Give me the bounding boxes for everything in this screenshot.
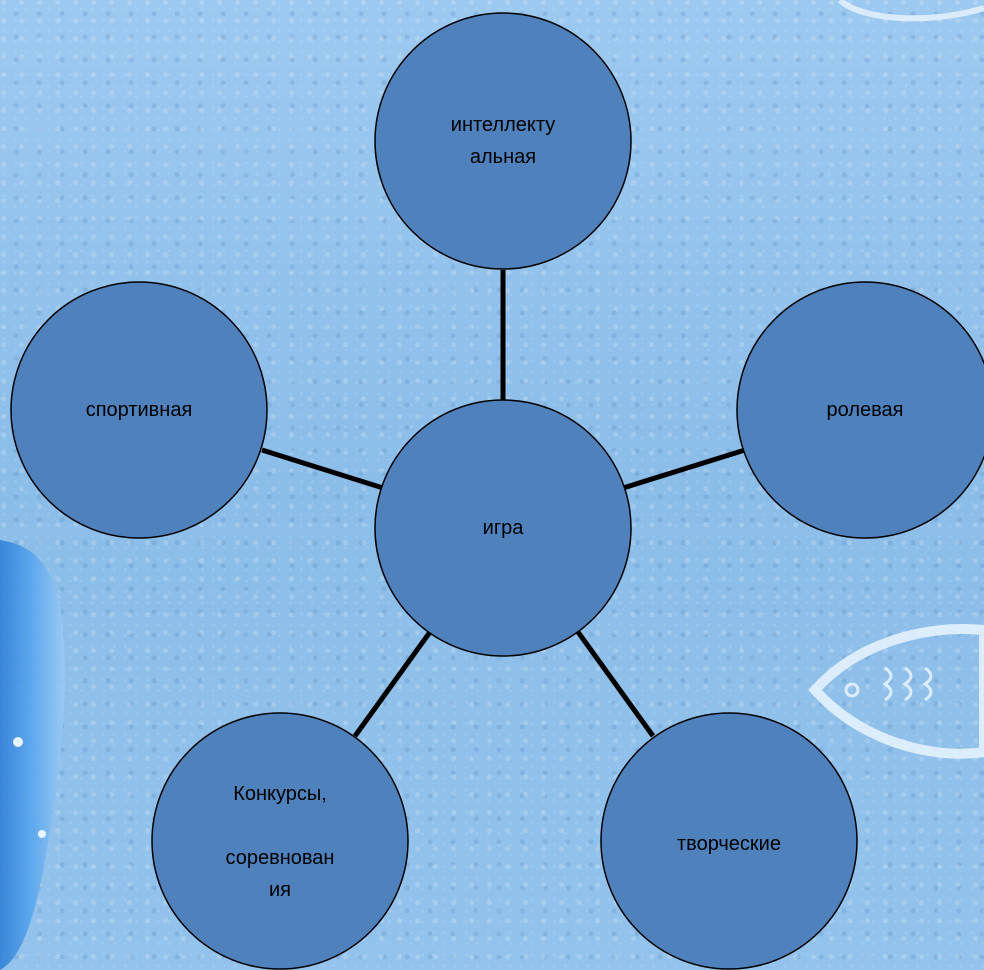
decorative-bubble-icon (837, 0, 984, 22)
node-circle-bottom-right (600, 712, 858, 970)
connector-left (261, 447, 384, 491)
decorative-sparkle-icon (38, 830, 46, 838)
node-circle-top (374, 12, 632, 270)
connector-right (622, 447, 746, 491)
node-circle-bottom-left (151, 712, 409, 970)
connector-bottom-left (352, 630, 433, 738)
decorative-fish-icon (808, 624, 984, 759)
decorative-bottle-icon (0, 540, 65, 970)
connector-bottom-right (575, 630, 656, 738)
node-circle-left (10, 281, 268, 539)
node-circle-right (736, 281, 984, 539)
decorative-sparkle-icon (13, 737, 23, 747)
node-circle-center (374, 399, 632, 657)
